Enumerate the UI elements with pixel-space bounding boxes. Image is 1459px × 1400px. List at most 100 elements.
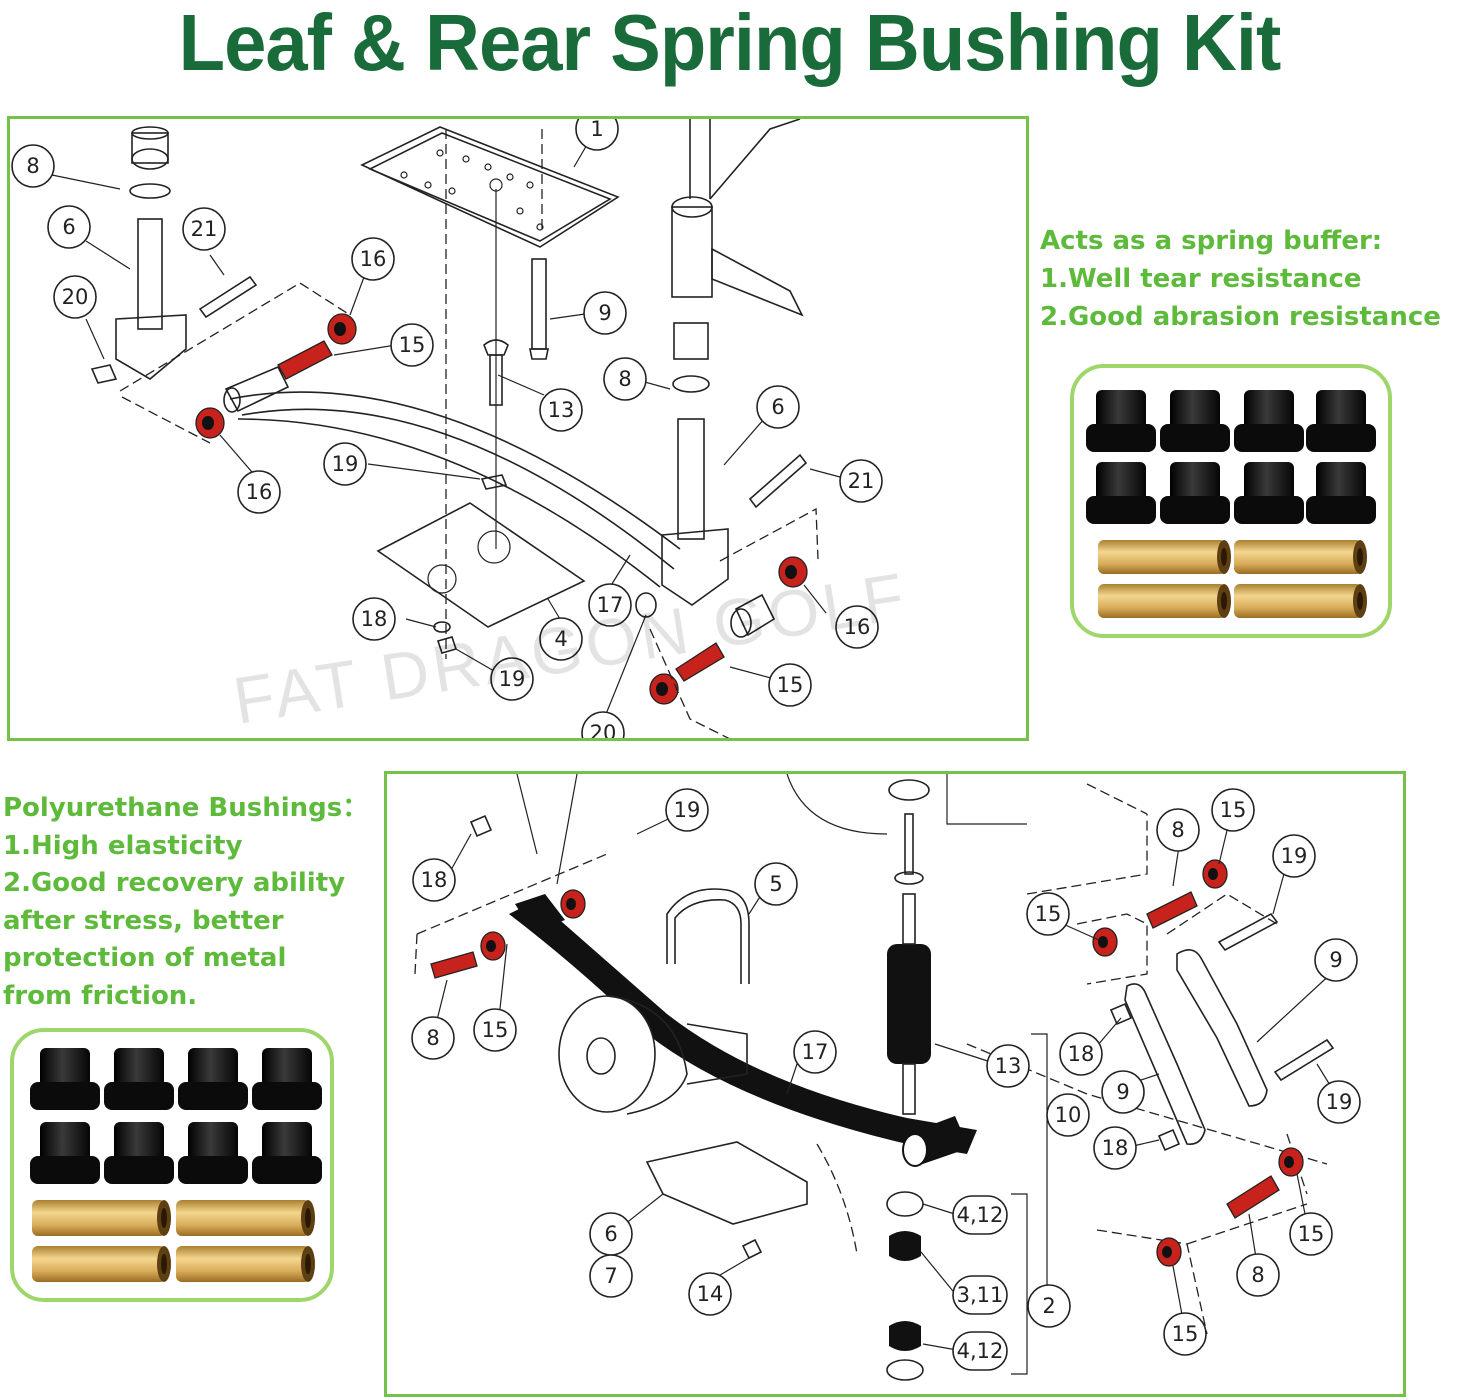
callout-16: 16: [835, 605, 879, 649]
svg-text:21: 21: [848, 469, 875, 493]
callout-10: 10: [1046, 1093, 1090, 1137]
callout-14: 14: [688, 1272, 732, 1316]
callout-4-12: 4,12: [952, 1195, 1008, 1235]
callout-9: 9: [1101, 1070, 1145, 1114]
svg-text:8: 8: [26, 154, 39, 178]
svg-text:16: 16: [844, 615, 871, 639]
svg-text:20: 20: [62, 285, 89, 309]
svg-text:8: 8: [426, 1026, 439, 1050]
svg-text:19: 19: [499, 667, 526, 691]
svg-text:20: 20: [590, 721, 617, 738]
callout-19: 19: [323, 442, 367, 486]
note-heading: Polyurethane Bushings：: [3, 793, 369, 823]
callout-19: 19: [1272, 834, 1316, 878]
note-point: 2.Good recovery ability: [3, 868, 346, 898]
callout-16: 16: [351, 237, 395, 281]
note-point: 2.Good abrasion resistance: [1040, 302, 1441, 332]
rear-callouts: 18 19 5 8 15 17 13 10 6 7 14 4,12 3,11 4…: [411, 788, 1361, 1371]
callout-9: 9: [1314, 938, 1358, 982]
svg-text:19: 19: [1326, 1090, 1353, 1114]
svg-text:8: 8: [618, 367, 631, 391]
callout-15: 15: [1026, 892, 1070, 936]
callout-8: 8: [603, 357, 647, 401]
svg-text:9: 9: [1116, 1080, 1129, 1104]
callout-19: 19: [490, 657, 534, 701]
svg-text:2: 2: [1042, 1294, 1055, 1318]
svg-text:19: 19: [1281, 844, 1308, 868]
bronze-sleeves: [32, 1200, 315, 1282]
rear-diagram-drawing: 18 19 5 8 15 17 13 10 6 7 14 4,12 3,11 4…: [411, 774, 1361, 1381]
svg-text:15: 15: [1298, 1222, 1325, 1246]
page-title: Leaf & Rear Spring Bushing Kit: [178, 0, 1282, 89]
callout-15: 15: [1289, 1212, 1333, 1256]
callout-15: 15: [390, 323, 434, 367]
svg-text:4,12: 4,12: [957, 1339, 1004, 1363]
svg-text:21: 21: [191, 217, 218, 241]
callout-8: 8: [11, 144, 55, 188]
bushing-kit-drawing: [1086, 390, 1376, 618]
callout-3-11: 3,11: [952, 1275, 1008, 1315]
bushing-kit-photo-left: [10, 1028, 334, 1302]
callout-1: 1: [575, 119, 619, 151]
svg-text:15: 15: [1172, 1322, 1199, 1346]
spring-buffer-note: Acts as a spring buffer: 1.Well tear res…: [1040, 222, 1441, 336]
callout-8: 8: [1156, 808, 1200, 852]
callout-18: 18: [1059, 1032, 1103, 1076]
svg-text:15: 15: [777, 673, 804, 697]
note-heading: Acts as a spring buffer:: [1040, 226, 1383, 256]
callout-17: 17: [588, 583, 632, 627]
svg-text:13: 13: [548, 398, 575, 422]
callout-15: 15: [1211, 788, 1255, 832]
callout-18: 18: [412, 858, 456, 902]
callout-21: 21: [182, 207, 226, 251]
bronze-sleeves: [1098, 540, 1367, 618]
svg-text:19: 19: [332, 452, 359, 476]
svg-text:18: 18: [1068, 1042, 1095, 1066]
callout-19: 19: [1317, 1080, 1361, 1124]
svg-text:17: 17: [802, 1040, 829, 1064]
callout-15: 15: [473, 1008, 517, 1052]
svg-text:3,11: 3,11: [957, 1283, 1004, 1307]
bushing-kit-photo-right: [1070, 364, 1392, 638]
callout-5: 5: [754, 862, 798, 906]
callout-9: 9: [583, 291, 627, 335]
callout-15: 15: [1163, 1312, 1207, 1356]
svg-text:8: 8: [1171, 818, 1184, 842]
note-point: after stress, better: [3, 905, 284, 936]
svg-text:9: 9: [598, 301, 611, 325]
svg-text:16: 16: [246, 480, 273, 504]
svg-text:8: 8: [1251, 1263, 1264, 1287]
callout-20: 20: [581, 711, 625, 738]
polyurethane-note: Polyurethane Bushings： 1.High elasticity…: [3, 790, 368, 1015]
callout-19: 19: [665, 788, 709, 832]
bushing-kit-drawing: [30, 1048, 322, 1282]
callout-17: 17: [793, 1030, 837, 1074]
callout-8: 8: [1236, 1253, 1280, 1297]
svg-text:9: 9: [1329, 948, 1342, 972]
svg-text:10: 10: [1055, 1103, 1082, 1127]
black-bushings: [30, 1048, 322, 1184]
svg-text:4,12: 4,12: [957, 1203, 1004, 1227]
callout-21: 21: [839, 459, 883, 503]
note-point: protection of metal: [3, 943, 287, 973]
callout-13: 13: [539, 388, 583, 432]
svg-text:16: 16: [360, 247, 387, 271]
svg-text:18: 18: [421, 868, 448, 892]
callout-18: 18: [352, 597, 396, 641]
callout-6: 6: [47, 205, 91, 249]
rear-suspension-diagram: 18 19 5 8 15 17 13 10 6 7 14 4,12 3,11 4…: [384, 771, 1406, 1397]
callout-13: 13: [986, 1044, 1030, 1088]
svg-text:15: 15: [1035, 902, 1062, 926]
callout-6: 6: [756, 385, 800, 429]
callout-7: 7: [589, 1254, 633, 1298]
svg-text:7: 7: [604, 1264, 617, 1288]
svg-text:6: 6: [604, 1222, 617, 1246]
svg-text:13: 13: [995, 1054, 1022, 1078]
callout-15: 15: [768, 663, 812, 707]
svg-text:18: 18: [361, 607, 388, 631]
svg-text:6: 6: [771, 395, 784, 419]
callout-6: 6: [589, 1212, 633, 1256]
svg-text:14: 14: [697, 1282, 724, 1306]
callout-8: 8: [411, 1016, 455, 1060]
note-point: 1.High elasticity: [3, 830, 243, 861]
